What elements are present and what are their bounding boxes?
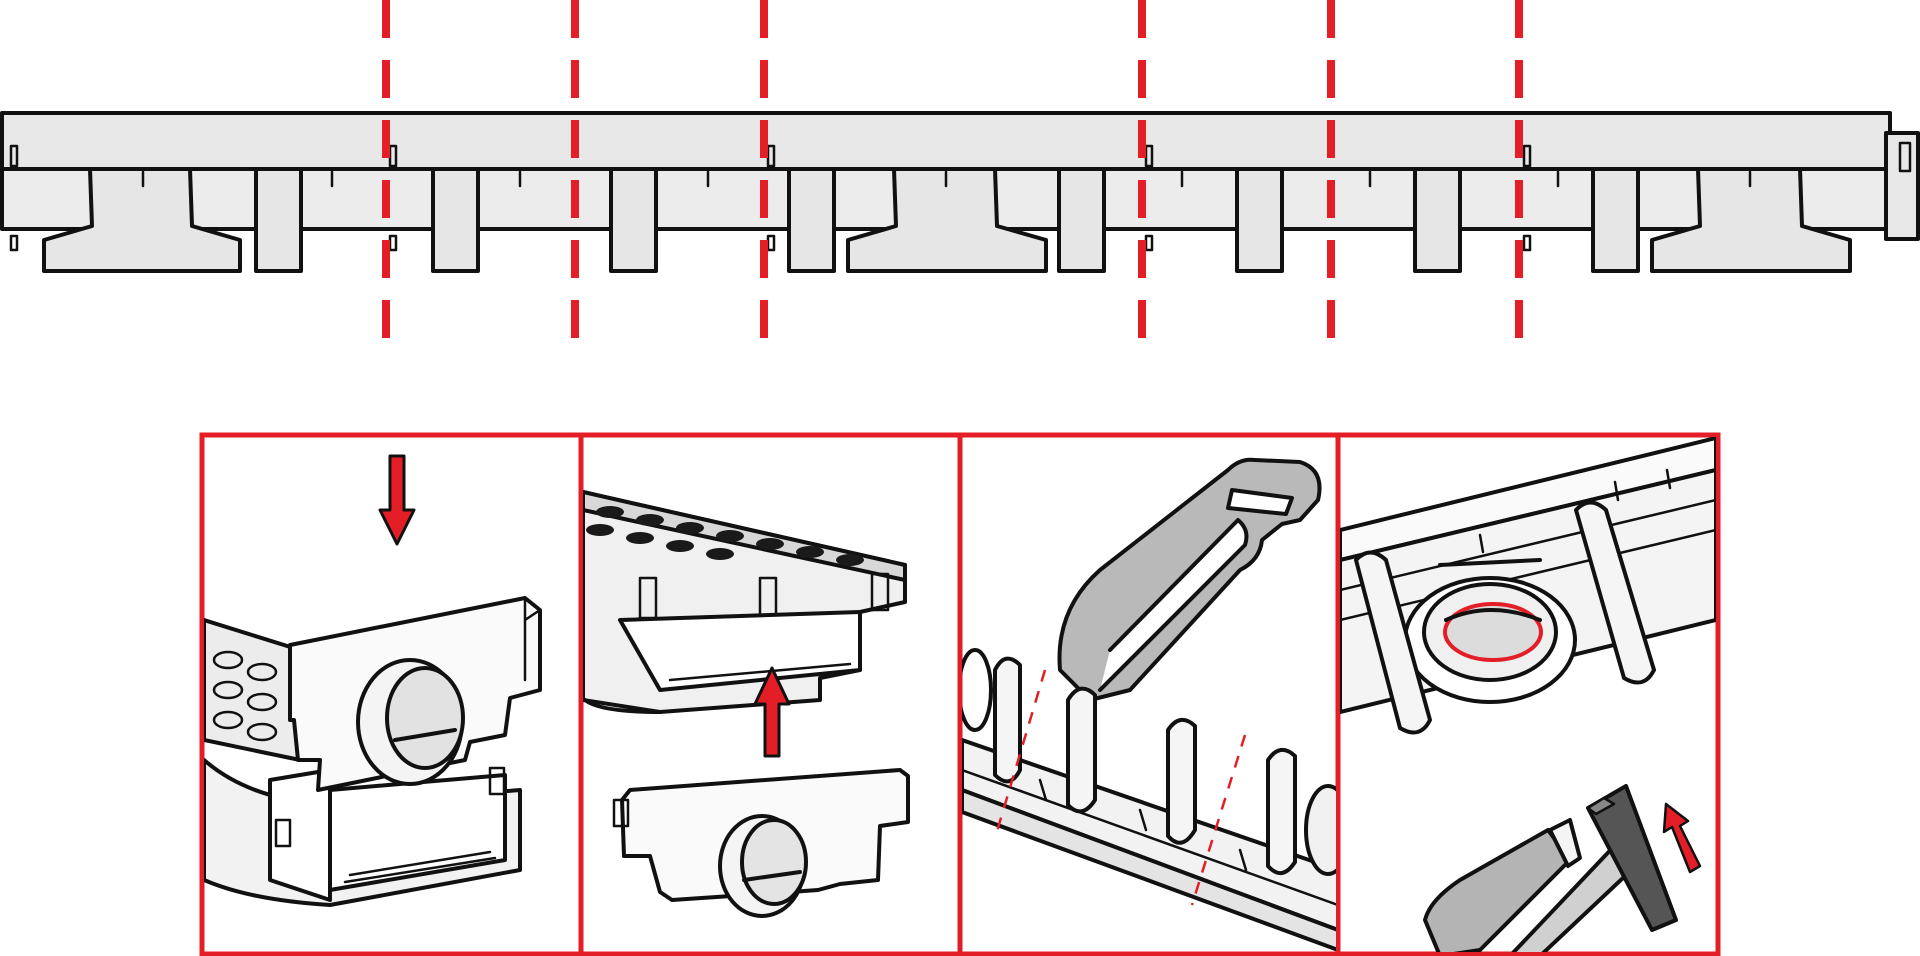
outlet-ring [1403, 558, 1577, 704]
grating [204, 618, 302, 762]
arrow-down-icon [378, 454, 416, 546]
end-cap [612, 768, 910, 918]
channel-body [962, 648, 1336, 952]
channel-ribs [1354, 500, 1656, 735]
arrow-up-icon [1662, 802, 1702, 874]
end-cap [288, 596, 542, 792]
channel-top-rail [0, 111, 1892, 171]
panel-saw-cut [962, 457, 1336, 952]
arrow-up-icon [753, 666, 791, 758]
channel-legs [254, 167, 1640, 273]
panel-insert-end-cap [204, 454, 542, 907]
channel-body [204, 758, 522, 907]
panel-knock-out-outlet [1340, 437, 1716, 952]
panel-remove-end-cap [583, 490, 910, 918]
hammer-icon [1511, 784, 1678, 952]
channel-side-profile [0, 111, 1920, 273]
channel-outlets [42, 167, 1852, 273]
knife-icon [1423, 818, 1582, 952]
panel-frame-4 [1335, 432, 1721, 956]
instruction-panels [199, 432, 1721, 956]
channel-with-grating [583, 490, 907, 714]
saw-icon [1057, 457, 1322, 702]
channel-end-cap [1884, 131, 1920, 241]
cut-marks [993, 669, 1247, 906]
